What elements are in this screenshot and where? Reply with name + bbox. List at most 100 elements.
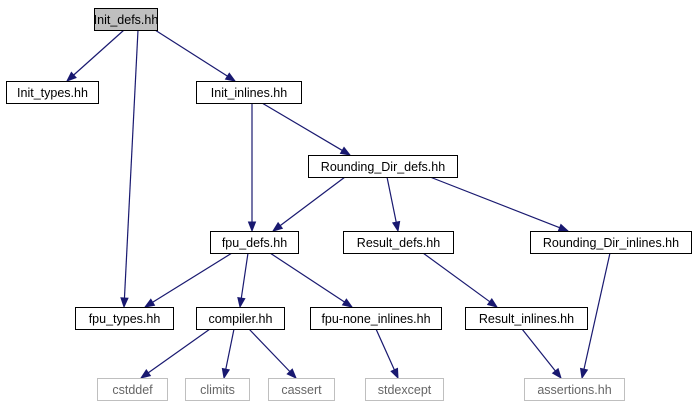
node-label: stdexcept [378, 383, 432, 397]
edge-line [73, 29, 125, 76]
node-label: cassert [281, 383, 322, 397]
arrowhead-icon [391, 220, 401, 233]
node-label: fpu_defs.hh [222, 236, 287, 250]
edge-line [429, 176, 560, 229]
edge-line [375, 328, 395, 371]
edge-line [248, 328, 291, 372]
node-box[interactable] [196, 81, 302, 104]
arrowhead-icon [286, 368, 297, 379]
arrowhead-icon [221, 367, 231, 380]
edges-layer [65, 29, 611, 380]
edge-line [152, 252, 233, 303]
node-box[interactable] [268, 378, 335, 401]
arrowhead-icon [224, 72, 237, 82]
edge-line [261, 102, 343, 151]
edge-rounding_dir_defs-to-fpu_defs [271, 176, 346, 232]
arrowhead-icon [271, 221, 284, 232]
node-label: cstddef [112, 383, 153, 397]
node-box[interactable] [308, 155, 458, 178]
node-label: Init_defs.hh [94, 13, 159, 27]
node-box[interactable] [365, 378, 444, 401]
edge-result_defs-to-result_inlines [422, 252, 499, 308]
edge-rounding_dir_defs-to-rounding_dir_inlines [429, 176, 570, 232]
arrowhead-icon [247, 221, 257, 233]
node-box[interactable] [530, 231, 692, 254]
edge-compiler-to-climits [221, 328, 235, 380]
node-cstddef[interactable]: cstddef [97, 378, 168, 401]
arrowhead-icon [237, 296, 246, 309]
node-init_inlines[interactable]: Init_inlines.hh [196, 81, 302, 104]
edge-line [123, 29, 139, 299]
node-label: fpu_types.hh [89, 312, 161, 326]
arrowhead-icon [390, 367, 399, 380]
node-assertions[interactable]: assertions.hh [524, 378, 625, 401]
edge-line [269, 252, 345, 303]
edge-fpu_defs-to-compiler [237, 252, 249, 309]
node-compiler[interactable]: compiler.hh [196, 307, 285, 330]
node-fpu_defs[interactable]: fpu_defs.hh [210, 231, 299, 254]
edge-fpu_none_inlines-to-stdexcept [375, 328, 399, 380]
edge-init_inlines-to-fpu_defs [247, 103, 257, 233]
edge-compiler-to-cstddef [139, 328, 211, 379]
edge-line [240, 252, 249, 299]
edge-line [147, 328, 211, 374]
node-result_inlines[interactable]: Result_inlines.hh [465, 307, 588, 330]
node-init_types[interactable]: Init_types.hh [6, 81, 99, 104]
arrowhead-icon [339, 146, 352, 156]
arrowhead-icon [486, 297, 499, 308]
edge-line [583, 252, 611, 370]
node-cassert[interactable]: cassert [268, 378, 335, 401]
node-box[interactable] [6, 81, 99, 104]
node-box[interactable] [94, 8, 158, 31]
edge-rounding_dir_inlines-to-assertions [579, 252, 611, 380]
edge-init_inlines-to-rounding_dir_defs [261, 102, 352, 156]
node-label: fpu-none_inlines.hh [321, 312, 430, 326]
edge-result_inlines-to-assertions [521, 328, 562, 380]
edge-line [521, 328, 556, 372]
node-box[interactable] [310, 307, 442, 330]
edge-rounding_dir_defs-to-result_defs [386, 176, 401, 233]
arrowhead-icon [143, 298, 156, 308]
node-label: compiler.hh [209, 312, 273, 326]
node-rounding_dir_inlines[interactable]: Rounding_Dir_inlines.hh [530, 231, 692, 254]
node-rounding_dir_defs[interactable]: Rounding_Dir_defs.hh [308, 155, 458, 178]
arrowhead-icon [65, 71, 77, 82]
node-box[interactable] [75, 307, 174, 330]
node-climits[interactable]: climits [185, 378, 250, 401]
arrowhead-icon [551, 367, 562, 380]
node-fpu_none_inlines[interactable]: fpu-none_inlines.hh [310, 307, 442, 330]
edge-init_defs-to-init_types [65, 29, 125, 82]
edge-line [386, 176, 397, 223]
node-box[interactable] [185, 378, 250, 401]
node-label: Init_inlines.hh [211, 86, 287, 100]
node-box[interactable] [196, 307, 285, 330]
arrowhead-icon [579, 367, 589, 380]
node-fpu_types[interactable]: fpu_types.hh [75, 307, 174, 330]
node-label: Rounding_Dir_defs.hh [321, 160, 445, 174]
edge-line [154, 29, 228, 77]
node-box[interactable] [343, 231, 454, 254]
node-result_defs[interactable]: Result_defs.hh [343, 231, 454, 254]
node-label: Init_types.hh [17, 86, 88, 100]
arrowhead-icon [120, 297, 129, 309]
node-label: Result_defs.hh [357, 236, 440, 250]
node-init_defs[interactable]: Init_defs.hh [94, 8, 159, 31]
edge-compiler-to-cassert [248, 328, 297, 379]
node-stdexcept[interactable]: stdexcept [365, 378, 444, 401]
edge-line [225, 328, 235, 370]
arrowhead-icon [341, 298, 354, 308]
edge-fpu_defs-to-fpu_none_inlines [269, 252, 354, 308]
edge-line [422, 252, 491, 303]
edge-line [279, 176, 346, 227]
node-box[interactable] [97, 378, 168, 401]
node-box[interactable] [465, 307, 588, 330]
node-label: Result_inlines.hh [479, 312, 574, 326]
node-box[interactable] [524, 378, 625, 401]
arrowhead-icon [139, 369, 152, 379]
edge-fpu_defs-to-fpu_types [143, 252, 233, 308]
arrowhead-icon [557, 223, 570, 232]
edge-init_defs-to-init_inlines [154, 29, 237, 82]
node-box[interactable] [210, 231, 299, 254]
